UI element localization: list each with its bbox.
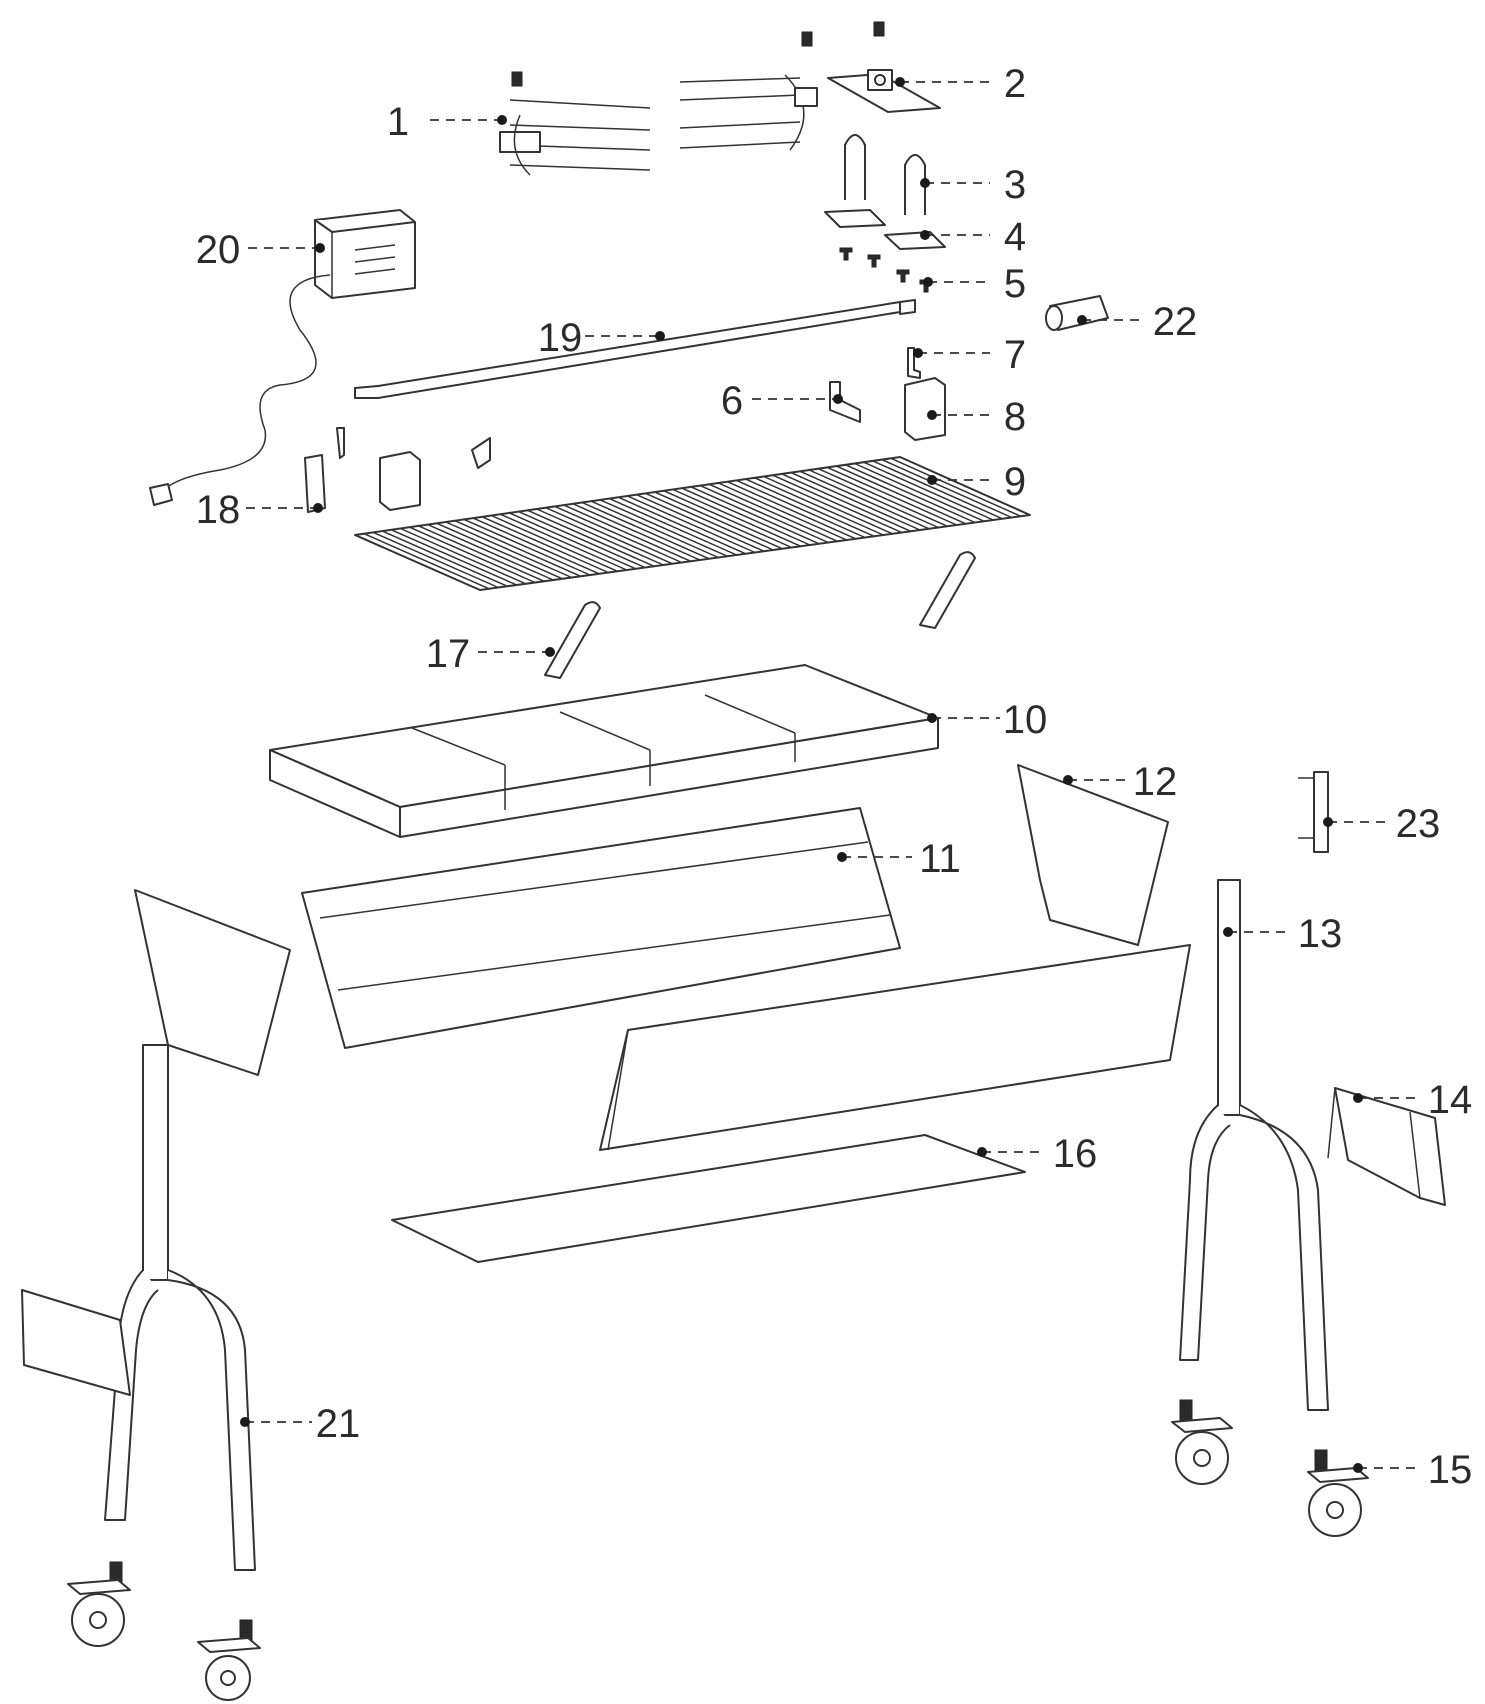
callout-label-5: 5 [1004, 262, 1026, 306]
part-18-bracket [304, 427, 491, 513]
callout-7: 7 [913, 333, 1026, 377]
callout-10: 10 [927, 698, 1047, 742]
part-6-bracket [829, 381, 861, 423]
callout-12: 12 [1063, 760, 1177, 804]
part-21-left-leg [21, 1044, 256, 1571]
callout-label-7: 7 [1004, 333, 1026, 377]
callout-22: 22 [1077, 300, 1197, 344]
callout-13: 13 [1223, 912, 1342, 956]
callout-18: 18 [196, 488, 323, 532]
callout-14: 14 [1353, 1078, 1472, 1122]
callout-label-9: 9 [1004, 460, 1026, 504]
callout-1: 1 [387, 100, 507, 144]
part-9-grill-grate [354, 456, 1031, 591]
left-side-panel [134, 889, 291, 1076]
callout-9: 9 [927, 460, 1026, 504]
callout-label-6: 6 [721, 379, 743, 423]
callout-16: 16 [977, 1132, 1097, 1176]
callout-label-19: 19 [538, 316, 583, 360]
callout-label-14: 14 [1428, 1078, 1473, 1122]
part-12-side-panel [1017, 764, 1169, 946]
part-17-grate-handles [544, 551, 976, 679]
part-7-pin [907, 347, 921, 379]
callout-label-10: 10 [1003, 698, 1048, 742]
callout-label-2: 2 [1004, 62, 1026, 106]
part-3-u-bolts [844, 134, 926, 215]
part-8-box-bracket [904, 377, 946, 441]
callout-19: 19 [538, 316, 665, 360]
callout-23: 23 [1323, 802, 1440, 846]
callout-label-13: 13 [1298, 912, 1343, 956]
part-5-bolts [839, 247, 933, 293]
callouts: 1 2 3 4 5 22 7 [196, 62, 1473, 1492]
callout-15: 15 [1353, 1448, 1472, 1492]
caster-4 [197, 1619, 261, 1701]
callout-label-20: 20 [196, 228, 241, 272]
callout-11: 11 [837, 837, 961, 881]
part-1-spit-fork [499, 71, 651, 176]
part-4-plates [824, 209, 946, 250]
callout-label-4: 4 [1004, 215, 1026, 259]
callout-2: 2 [895, 62, 1026, 106]
callout-17: 17 [426, 632, 555, 676]
part-13-right-leg [1179, 879, 1329, 1411]
callout-8: 8 [927, 395, 1026, 439]
part-23-side-handle [1298, 771, 1329, 853]
part-16-bottom-plate [391, 1134, 1026, 1263]
callout-3: 3 [920, 163, 1026, 207]
caster-3 [67, 1561, 131, 1647]
part-2-spit-bracket [827, 69, 941, 113]
front-panel [599, 944, 1191, 1151]
callout-label-3: 3 [1004, 163, 1026, 207]
callout-label-17: 17 [426, 632, 471, 676]
part-15-casters [67, 1399, 1369, 1701]
callout-6: 6 [721, 379, 843, 423]
part-20-motor [149, 209, 416, 506]
part-11-back-panel [301, 807, 901, 1049]
callout-label-23: 23 [1396, 802, 1441, 846]
caster-1 [1171, 1399, 1233, 1485]
callout-label-22: 22 [1153, 300, 1198, 344]
part-19-spit-rod [354, 299, 916, 399]
part-10-charcoal-tray [269, 664, 939, 838]
callout-label-21: 21 [316, 1402, 361, 1446]
callout-5: 5 [923, 262, 1026, 306]
callout-4: 4 [920, 215, 1026, 259]
callout-label-1: 1 [387, 100, 409, 144]
part-22-handle [1045, 295, 1109, 331]
callout-20: 20 [196, 228, 325, 272]
callout-label-12: 12 [1133, 760, 1178, 804]
callout-label-11: 11 [919, 837, 961, 881]
callout-label-18: 18 [196, 488, 241, 532]
callout-label-8: 8 [1004, 395, 1026, 439]
part-1b-spit-fork [679, 21, 885, 151]
caster-2 [1307, 1449, 1369, 1537]
callout-label-16: 16 [1053, 1132, 1098, 1176]
callout-21: 21 [240, 1402, 360, 1446]
callout-label-15: 15 [1428, 1448, 1473, 1492]
part-14-right-bracket [1327, 1087, 1446, 1206]
